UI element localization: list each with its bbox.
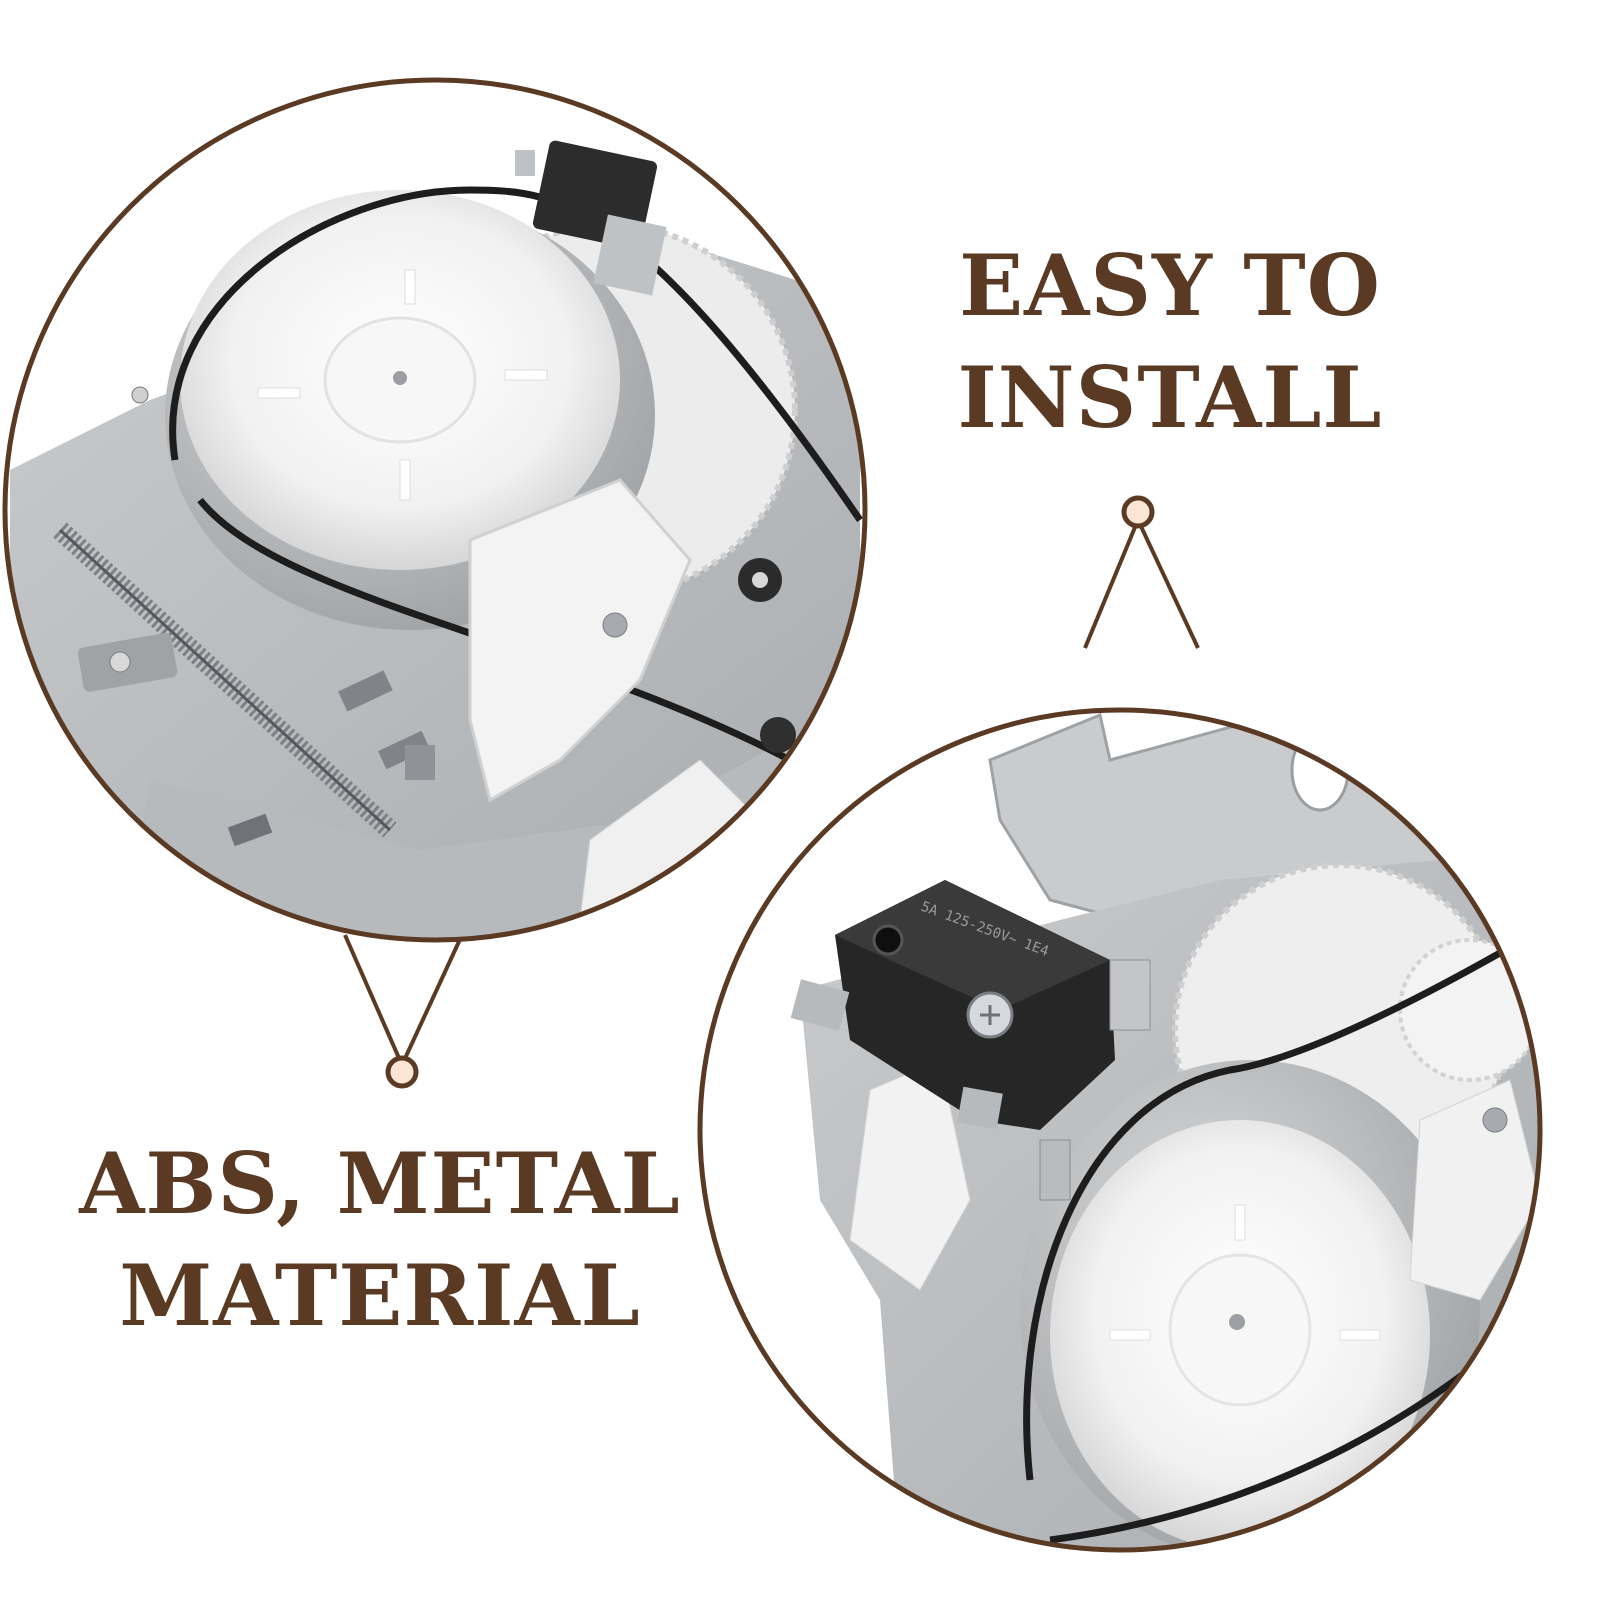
micro-switch: 5A 125-250V~ 1E4 (790, 880, 1115, 1130)
headline-easy-to-install: EASY TO INSTALL (940, 230, 1400, 454)
top-detail-photo (5, 80, 865, 940)
callout-connector-install (1083, 495, 1200, 649)
pulley-axle-bottom (1229, 1314, 1245, 1330)
callout-dot-material (385, 1055, 419, 1089)
drive-belt (169, 186, 863, 764)
headline-material-line-2: MATERIAL (119, 1246, 641, 1345)
bottom-detail-photo: 5A 125-250V~ 1E4 (700, 710, 1540, 1550)
callout-dot-install (1121, 495, 1155, 529)
headline-material-line-1: ABS, METAL (79, 1134, 681, 1233)
top-detail-frame (2, 77, 868, 943)
plastic-arm (468, 478, 692, 803)
bottom-detail-frame (697, 707, 1543, 1553)
headline-install-line-2: INSTALL (957, 348, 1383, 447)
headline-abs-metal-material: ABS, METAL MATERIAL (60, 1128, 700, 1352)
headline-install-line-1: EASY TO (959, 236, 1381, 335)
callout-connector-material (343, 934, 464, 1089)
pulley-axle (393, 371, 407, 385)
